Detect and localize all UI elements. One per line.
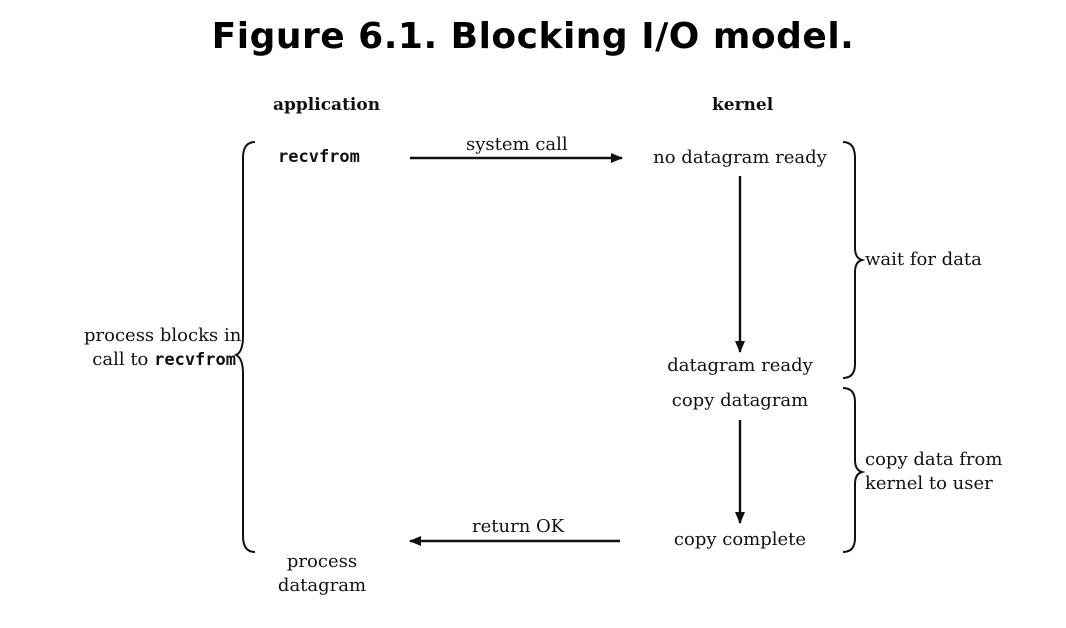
process-blocks-prefix: call to	[92, 349, 155, 370]
wait-for-data-label: wait for data	[865, 249, 982, 270]
blocks-brace	[233, 141, 256, 553]
application-header: application	[273, 95, 381, 115]
no-datagram-ready-label: no datagram ready	[653, 147, 827, 168]
figure-title: Figure 6.1. Blocking I/O model.	[211, 16, 855, 57]
copy-data-label: copy data from kernel to user	[865, 448, 1002, 496]
recvfrom-call-label: recvfrom	[278, 147, 360, 167]
return-ok-label: return OK	[472, 516, 565, 537]
process-blocks-code: recvfrom	[154, 350, 236, 370]
wait-brace	[842, 141, 866, 379]
copy-data-line1: copy data from	[865, 449, 1003, 470]
process-blocks-label: process blocks in call to recvfrom	[84, 324, 242, 372]
copy-datagram-label: copy datagram	[671, 390, 809, 411]
process-datagram-label: process datagram	[262, 550, 382, 598]
system-call-label: system call	[466, 134, 568, 155]
process-blocks-line2: call to recvfrom	[84, 348, 236, 372]
copy-data-line2: kernel to user	[865, 473, 993, 494]
copy-complete-label: copy complete	[673, 529, 807, 550]
copy-brace	[842, 387, 866, 553]
process-datagram-line2: datagram	[277, 575, 367, 596]
datagram-ready-label: datagram ready	[667, 355, 813, 376]
process-blocks-line1: process blocks in	[84, 325, 242, 346]
process-datagram-line1: process	[286, 551, 358, 572]
kernel-header: kernel	[712, 95, 774, 115]
